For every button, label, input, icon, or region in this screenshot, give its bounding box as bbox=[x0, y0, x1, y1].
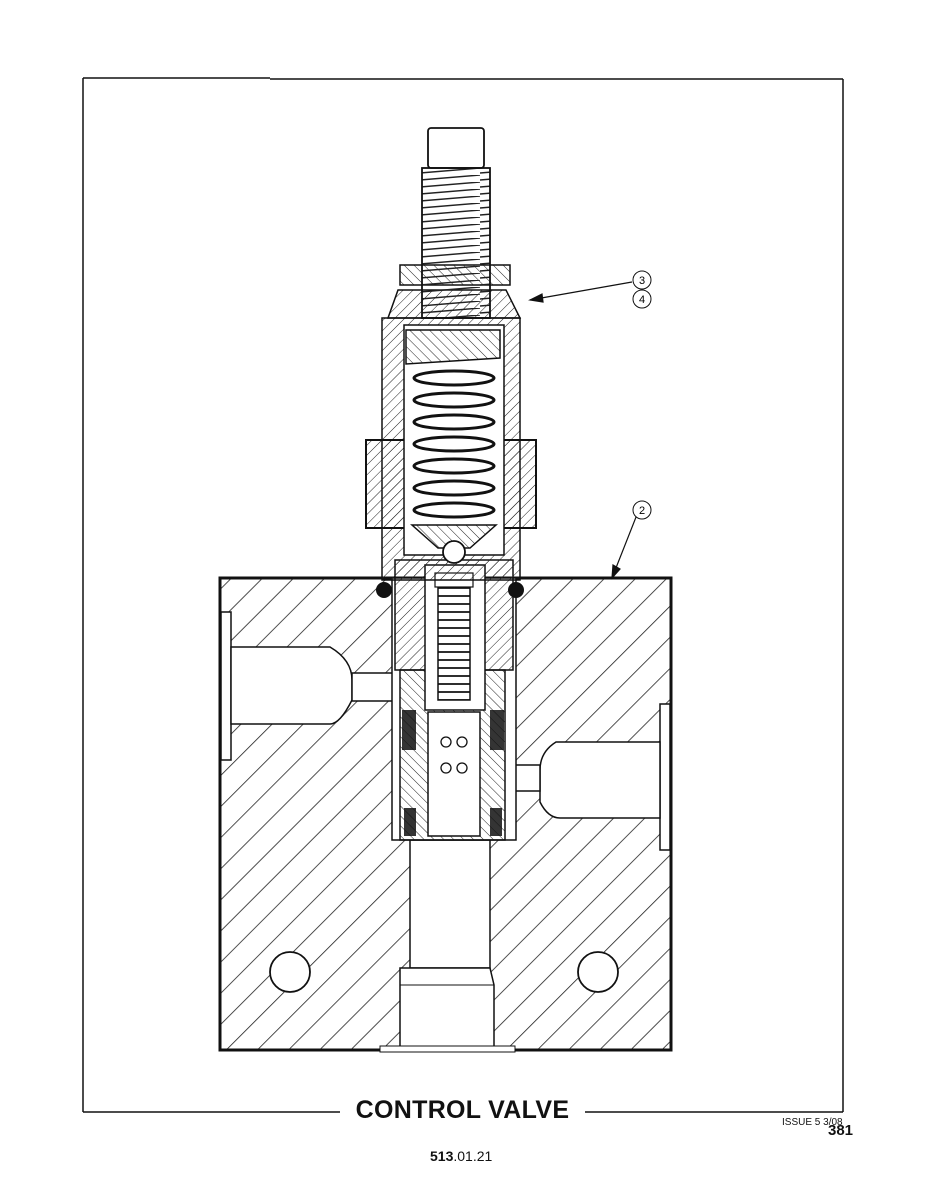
issue-label: ISSUE 5 3/08 bbox=[782, 1117, 843, 1128]
main-spring bbox=[412, 369, 496, 519]
adjusting-screw bbox=[421, 127, 491, 319]
figure-title: CONTROL VALVE bbox=[340, 1096, 585, 1125]
callout-4-label: 4 bbox=[639, 294, 645, 306]
page-number: 381 bbox=[828, 1122, 854, 1139]
callout-3-label: 3 bbox=[639, 275, 645, 287]
document-number: 513.01.21 bbox=[430, 1148, 492, 1164]
document-number-minor: .01.21 bbox=[453, 1148, 493, 1164]
document-number-major: 513 bbox=[430, 1148, 454, 1164]
callout-leaders bbox=[528, 281, 639, 580]
callout-4: 4 bbox=[632, 289, 652, 309]
callout-2: 2 bbox=[632, 500, 652, 520]
callout-2-label: 2 bbox=[639, 505, 645, 517]
page-frame bbox=[82, 77, 844, 1113]
callout-3: 3 bbox=[632, 270, 652, 290]
